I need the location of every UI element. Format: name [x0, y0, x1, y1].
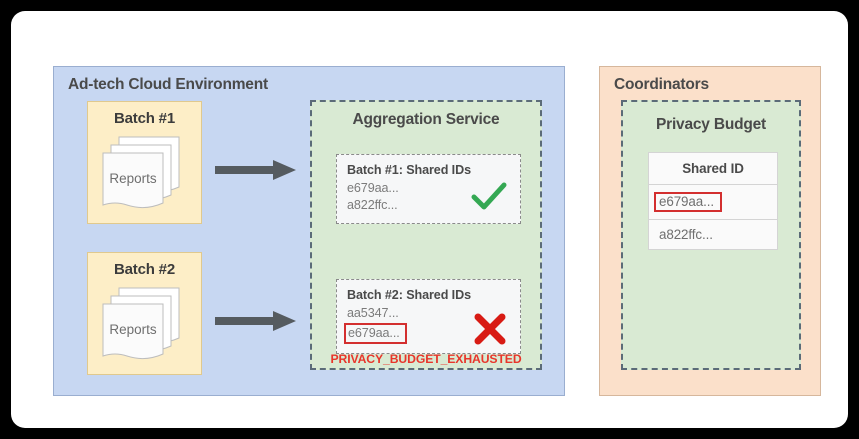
reports-document-stack-1: Reports — [101, 135, 193, 213]
batch-2-shared-ids-card: Batch #2: Shared IDs aa5347... e679aa... — [336, 279, 521, 354]
diagram-card: Ad-tech Cloud Environment Batch #1 Repor… — [11, 11, 848, 428]
table-row: a822ffc... — [659, 227, 713, 242]
batch-1-label: Batch #1 — [114, 110, 175, 127]
check-icon — [471, 182, 507, 217]
adtech-panel-title: Ad-tech Cloud Environment — [68, 76, 268, 93]
privacy-budget-title: Privacy Budget — [655, 116, 767, 133]
table-row: e679aa... — [649, 185, 777, 220]
reports-document-stack-2: Reports — [101, 286, 193, 364]
batch-2-shared-ids-title: Batch #2: Shared IDs — [347, 288, 471, 302]
batch-1-shared-ids-title: Batch #1: Shared IDs — [347, 163, 471, 177]
aggregation-service-panel: Aggregation Service Batch #1: Shared IDs… — [310, 100, 542, 370]
batch-2-label: Batch #2 — [114, 261, 175, 278]
arrow-batch2-to-service — [215, 310, 297, 337]
aggregation-service-title: Aggregation Service — [352, 111, 500, 128]
privacy-budget-panel: Privacy Budget Shared ID e679aa... a822f… — [621, 100, 801, 370]
coordinators-panel-title: Coordinators — [614, 76, 709, 93]
shared-id-table: Shared ID e679aa... a822ffc... — [648, 152, 778, 250]
batch-2-shared-id-0: aa5347... — [347, 306, 399, 320]
coordinators-panel: Coordinators Privacy Budget Shared ID e6… — [599, 66, 821, 396]
cross-icon — [473, 313, 507, 350]
arrow-batch1-to-service — [215, 159, 297, 186]
adtech-cloud-environment-panel: Ad-tech Cloud Environment Batch #1 Repor… — [53, 66, 565, 396]
privacy-budget-error-message: PRIVACY_BUDGET_EXHAUSTED — [330, 352, 522, 366]
svg-text:Reports: Reports — [109, 171, 157, 186]
batch-1-shared-id-0: e679aa... — [347, 181, 399, 195]
batch-2-box: Batch #2 Reports — [87, 252, 202, 375]
batch-1-shared-ids-card: Batch #1: Shared IDs e679aa... a822ffc..… — [336, 154, 521, 224]
batch-2-shared-id-1-highlighted: e679aa... — [344, 323, 407, 344]
batch-1-box: Batch #1 Reports — [87, 101, 202, 224]
shared-id-value-highlighted: e679aa... — [654, 192, 722, 212]
svg-text:Reports: Reports — [109, 322, 157, 337]
batch-1-shared-id-1: a822ffc... — [347, 198, 398, 212]
shared-id-column-header: Shared ID — [649, 153, 777, 185]
